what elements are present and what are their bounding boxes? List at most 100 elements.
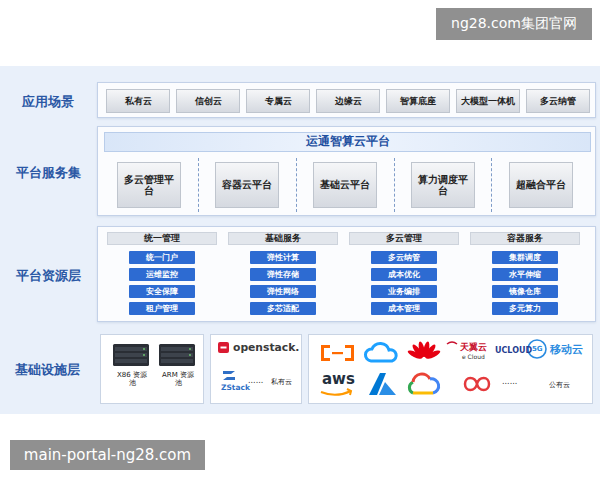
layer-band: 平台服务集运通智算云平台多云管理平台容器云平台基础云平台算力调度平台超融合平台 <box>97 126 596 216</box>
logo-text: ZStack <box>221 384 250 393</box>
service-button: 安全保障 <box>129 285 195 298</box>
service-button: 多云纳管 <box>371 251 437 264</box>
azure-logo <box>369 373 396 395</box>
box-label: 租户管理 <box>146 304 178 313</box>
aws-smile <box>321 389 351 395</box>
box-label: 弹性计算 <box>267 253 299 262</box>
box-label: 统一门户 <box>146 253 178 262</box>
layer-band: 应用场景私有云信创云专属云边缘云智算底座大模型一体机多云纳管 <box>97 82 596 118</box>
logo-text: 移动云 <box>550 343 583 355</box>
box-label: 专属云 <box>265 96 292 106</box>
platform-box: 算力调度平台 <box>411 162 475 208</box>
column-header: 容器服务 <box>470 232 580 245</box>
aliyun-logo <box>321 345 354 361</box>
logo-text: ...... <box>502 377 517 386</box>
server-icon <box>159 344 195 366</box>
service-button: 成本优化 <box>371 268 437 281</box>
logo-text: ...... <box>248 376 263 385</box>
service-button: 运维监控 <box>129 268 195 281</box>
scenario-box: 私有云 <box>106 89 170 113</box>
box-label: 多云纳管 <box>388 253 420 262</box>
huawei-logo <box>407 341 442 361</box>
box-label: 多云纳管 <box>540 96 576 106</box>
service-button: 业务编排 <box>371 285 437 298</box>
tencent-cloud-logo <box>365 343 396 361</box>
logo-text: 公有云 <box>549 381 570 389</box>
layer-label: 平台资源层 <box>3 267 93 285</box>
logo-text: 私有云 <box>271 378 292 386</box>
logo-text: X86 资源池 <box>114 371 150 387</box>
resource-pool-box: X86 资源池ARM 资源池 <box>100 334 204 404</box>
box-label: 多云管理平台 <box>122 174 176 197</box>
google-cloud-logo <box>409 374 438 393</box>
service-button: 弹性网络 <box>250 285 316 298</box>
scenario-box: 智算底座 <box>386 89 450 113</box>
service-button: 多元算力 <box>492 302 558 315</box>
layer-label: 基础设施层 <box>2 361 92 379</box>
box-label: 弹性存储 <box>267 270 299 279</box>
scenario-box: 信创云 <box>176 89 240 113</box>
box-label: 基础云平台 <box>320 179 370 191</box>
box-fill <box>100 334 204 404</box>
service-button: 镜像仓库 <box>492 285 558 298</box>
box-fill <box>210 334 302 404</box>
logo-text: UCLOUD <box>495 346 532 355</box>
dashed-divider <box>198 158 199 212</box>
platform-box: 超融合平台 <box>509 162 573 208</box>
service-button: 集群调度 <box>492 251 558 264</box>
box-label: 集群调度 <box>509 253 541 262</box>
service-button: 水平伸缩 <box>492 268 558 281</box>
platform-box: 多云管理平台 <box>117 162 181 208</box>
box-label: 基础服务 <box>265 234 301 244</box>
zstack-logo <box>223 371 235 380</box>
box-label: 边缘云 <box>335 96 362 106</box>
box-label: 镜像仓库 <box>509 287 541 296</box>
layer-band: 基础设施层X86 资源池ARM 资源池openstack.ZStack.....… <box>97 330 596 408</box>
logo-text: openstack. <box>233 342 299 354</box>
layer-label: 平台服务集 <box>3 164 93 182</box>
service-button: 成本管理 <box>371 302 437 315</box>
box-label: 弹性网络 <box>267 287 299 296</box>
service-button: 统一门户 <box>129 251 195 264</box>
box-label: 容器服务 <box>507 234 543 244</box>
kingsoft-cloud-logo <box>465 378 489 390</box>
dashed-divider <box>394 158 395 212</box>
box-label: 多云管理 <box>386 234 422 244</box>
platform-box: 基础云平台 <box>313 162 377 208</box>
service-button: 租户管理 <box>129 302 195 315</box>
logo-text: aws <box>322 371 355 388</box>
box-label: 多元算力 <box>509 304 541 313</box>
box-label: 成本管理 <box>388 304 420 313</box>
dashed-divider <box>296 158 297 212</box>
box-label: 私有云 <box>125 96 152 106</box>
layer-band: 平台资源层统一管理统一门户运维监控安全保障租户管理基础服务弹性计算弹性存储弹性网… <box>97 226 596 322</box>
service-button: 弹性计算 <box>250 251 316 264</box>
platform-box: 容器云平台 <box>215 162 279 208</box>
scenario-box: 多云纳管 <box>526 89 590 113</box>
box-label: 算力调度平台 <box>416 174 470 197</box>
tianyi-logo-swoosh <box>447 342 457 344</box>
logo-text: 天翼云 <box>460 342 487 352</box>
scenario-box: 专属云 <box>246 89 310 113</box>
box-label: 业务编排 <box>388 287 420 296</box>
column-header: 基础服务 <box>228 232 338 245</box>
scenario-box: 大模型一体机 <box>456 89 520 113</box>
box-fill <box>308 334 593 404</box>
diagram-ground <box>0 66 600 414</box>
box-label: 水平伸缩 <box>509 270 541 279</box>
scenario-box: 边缘云 <box>316 89 380 113</box>
dashed-divider <box>491 158 492 212</box>
server-icon <box>113 344 149 366</box>
public-cloud-box: aws天翼云e CloudUCLOUD5G移动云......公有云 <box>308 334 593 404</box>
column-header: 统一管理 <box>107 232 217 245</box>
box-label: 容器云平台 <box>222 179 272 191</box>
box-label: 运通智算云平台 <box>306 135 390 149</box>
platform-title-bar: 运通智算云平台 <box>104 132 591 152</box>
openstack-logo <box>218 342 229 353</box>
watermark: main-portal-ng28.com <box>10 440 205 470</box>
box-label: 安全保障 <box>146 287 178 296</box>
box-label: 超融合平台 <box>516 179 566 191</box>
box-label: 统一管理 <box>144 234 180 244</box>
box-label: 大模型一体机 <box>461 96 515 106</box>
private-cloud-box: openstack. ZStack...... 私有云 <box>210 334 302 404</box>
